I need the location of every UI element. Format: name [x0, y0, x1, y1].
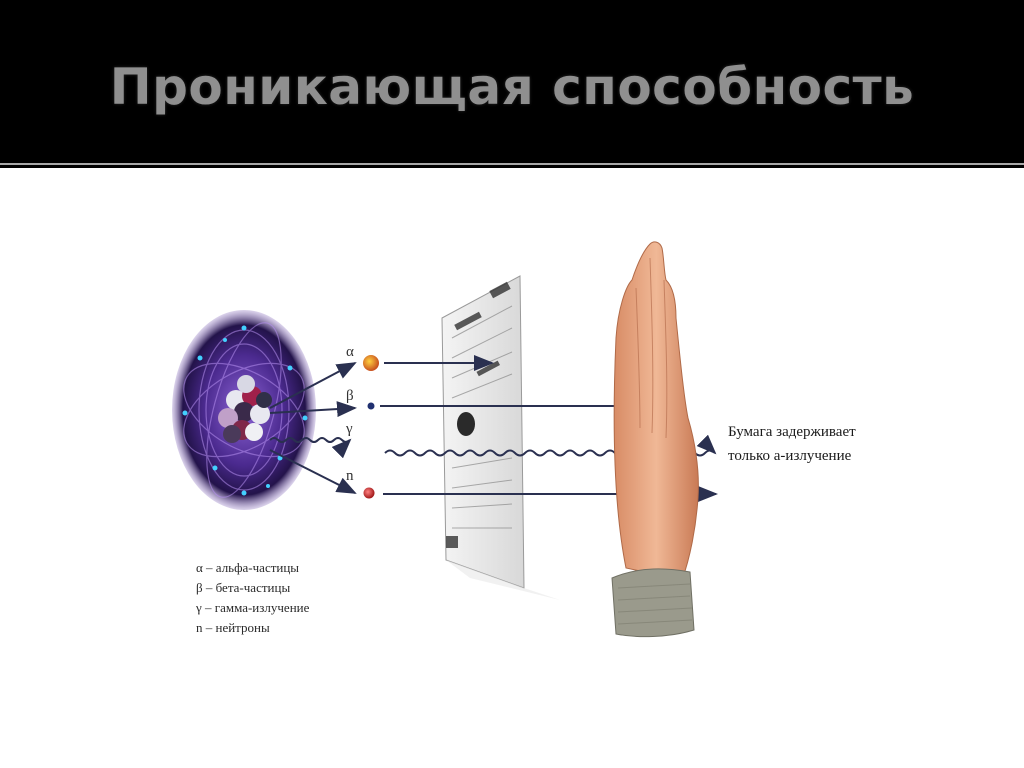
alpha-particle: [363, 355, 379, 371]
legend: α – альфа-частицы β – бета-частицы γ – г…: [195, 560, 310, 635]
legend-item-gamma: γ – гамма-излучение: [195, 600, 310, 615]
beta-label: β: [346, 388, 354, 404]
slide-header: Проникающая способность: [0, 0, 1024, 160]
note-line-2: только а-излучение: [728, 448, 852, 464]
gamma-label: γ: [345, 421, 353, 437]
paper-sheet: [441, 275, 560, 600]
emission-rays: [269, 362, 357, 494]
neutron-label: n: [346, 468, 354, 484]
slide-title: Проникающая способность: [109, 58, 915, 116]
penetration-diagram: α β γ n: [172, 241, 856, 638]
note-line-1: Бумага задерживает: [728, 424, 856, 440]
hand-illustration: [611, 241, 699, 638]
neutron-particle: [363, 487, 375, 499]
atom-illustration: [172, 310, 316, 510]
alpha-label: α: [346, 344, 354, 360]
legend-item-alpha: α – альфа-частицы: [196, 560, 299, 575]
beta-particle: [367, 402, 375, 410]
header-divider: [0, 163, 1024, 165]
nucleus: [218, 375, 272, 443]
legend-item-neutron: n – нейтроны: [196, 620, 270, 635]
legend-item-beta: β – бета-частицы: [196, 580, 290, 595]
